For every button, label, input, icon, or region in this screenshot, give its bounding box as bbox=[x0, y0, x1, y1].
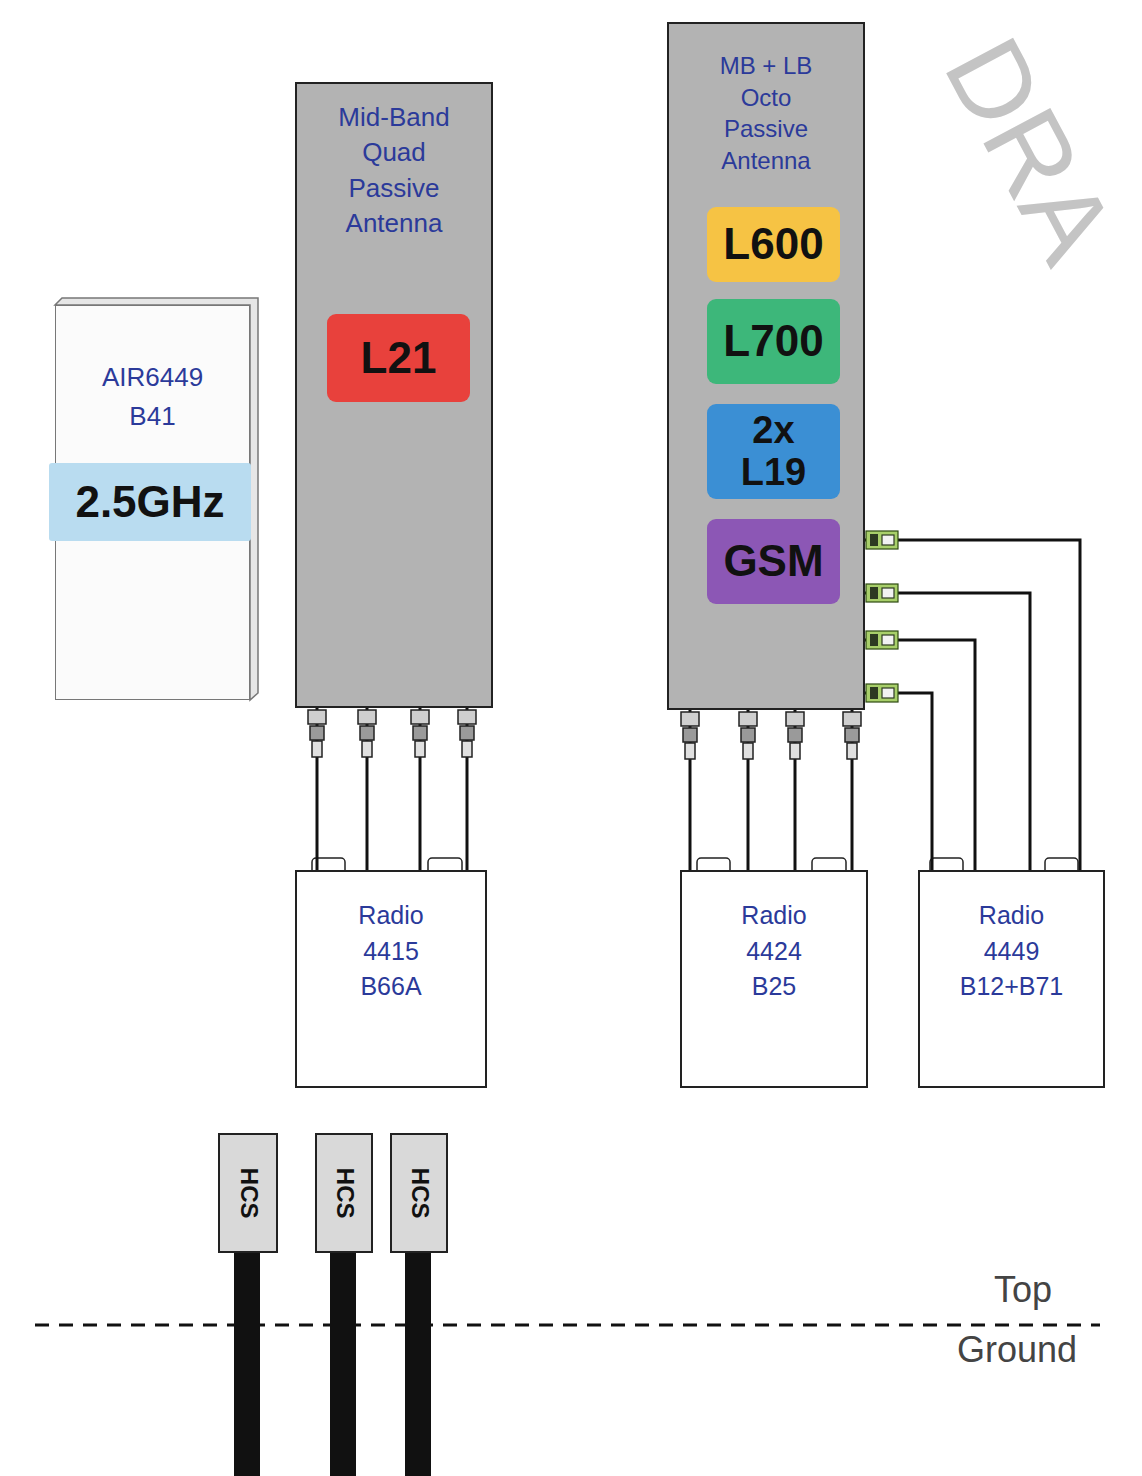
tag-text: HCS bbox=[331, 1168, 357, 1219]
hybrid-cable-box: HCS bbox=[315, 1133, 373, 1253]
node-title: Mid-Band Quad Passive Antenna bbox=[332, 100, 457, 241]
hybrid-cable-box: HCS bbox=[218, 1133, 278, 1253]
node-title: Radio 4424 B25 bbox=[741, 898, 806, 1005]
antenna-port bbox=[308, 710, 326, 757]
node-title: Radio 4449 B12+B71 bbox=[960, 898, 1064, 1005]
port-nut bbox=[411, 710, 429, 724]
port-nut bbox=[870, 534, 878, 546]
tag-text: GSM bbox=[723, 537, 823, 585]
port-boot bbox=[882, 535, 894, 545]
port-nut bbox=[681, 712, 699, 726]
antenna-port bbox=[866, 631, 898, 649]
antenna-port bbox=[843, 712, 861, 759]
antenna-panel: L21 Mid-Band Quad Passive Antenna bbox=[295, 82, 493, 708]
radio-unit: 2.5GHz AIR6449 B41 bbox=[55, 305, 250, 700]
port-boot bbox=[362, 741, 372, 757]
port-nut bbox=[843, 712, 861, 726]
tag-text: HCS bbox=[406, 1168, 432, 1219]
antenna-port bbox=[866, 584, 898, 602]
level-label: Top bbox=[994, 1272, 1052, 1308]
port-body bbox=[310, 726, 324, 740]
radio-unit: Radio 4424 B25 bbox=[680, 870, 868, 1088]
radio-unit: Radio 4449 B12+B71 bbox=[918, 870, 1105, 1088]
tag-text: L21 bbox=[361, 334, 437, 382]
port-boot bbox=[847, 743, 857, 759]
port-body bbox=[460, 726, 474, 740]
tag-text: L700 bbox=[723, 317, 823, 365]
level-label: Ground bbox=[957, 1332, 1077, 1368]
jumper-cable bbox=[865, 640, 975, 870]
port-body bbox=[845, 728, 859, 742]
jumper-cable bbox=[865, 593, 1030, 870]
antenna-port bbox=[739, 712, 757, 759]
band-label: 2.5GHz bbox=[49, 463, 251, 541]
port-body bbox=[866, 684, 898, 702]
antenna-port bbox=[358, 710, 376, 757]
node-title: AIR6449 B41 bbox=[102, 358, 203, 436]
technology-tag: 2x L19 bbox=[707, 404, 840, 499]
antenna-port bbox=[866, 531, 898, 549]
port-nut bbox=[739, 712, 757, 726]
port-body bbox=[788, 728, 802, 742]
hybrid-cable bbox=[405, 1253, 431, 1476]
port-body bbox=[866, 631, 898, 649]
port-nut bbox=[870, 587, 878, 599]
port-boot bbox=[415, 741, 425, 757]
tag-text: HCS bbox=[235, 1168, 261, 1219]
port-nut bbox=[870, 634, 878, 646]
antenna-panel: L600L700 2x L19GSM MB + LB Octo Passive An… bbox=[667, 22, 865, 710]
antenna-port bbox=[458, 710, 476, 757]
ground-line bbox=[35, 1324, 1100, 1327]
port-boot bbox=[743, 743, 753, 759]
port-boot bbox=[882, 635, 894, 645]
antenna-port bbox=[411, 710, 429, 757]
port-boot bbox=[685, 743, 695, 759]
port-boot bbox=[790, 743, 800, 759]
node-title: Radio 4415 B66A bbox=[358, 898, 423, 1005]
antenna-port bbox=[866, 684, 898, 702]
port-body bbox=[741, 728, 755, 742]
technology-tag: L600 bbox=[707, 207, 840, 282]
node-title: MB + LB Octo Passive Antenna bbox=[709, 50, 824, 177]
port-nut bbox=[458, 710, 476, 724]
port-nut bbox=[308, 710, 326, 724]
port-body bbox=[866, 531, 898, 549]
port-nut bbox=[786, 712, 804, 726]
antenna-port bbox=[786, 712, 804, 759]
jumper-cable bbox=[865, 540, 1080, 870]
port-boot bbox=[312, 741, 322, 757]
port-boot bbox=[882, 688, 894, 698]
radio-unit: Radio 4415 B66A bbox=[295, 870, 487, 1088]
port-boot bbox=[462, 741, 472, 757]
technology-tag: L21 bbox=[327, 314, 470, 402]
port-nut bbox=[870, 687, 878, 699]
technology-tag: L700 bbox=[707, 299, 840, 384]
technology-tag: GSM bbox=[707, 519, 840, 604]
port-boot bbox=[882, 588, 894, 598]
hybrid-cable bbox=[330, 1253, 356, 1476]
hybrid-cable-box: HCS bbox=[390, 1133, 448, 1253]
tag-text: L600 bbox=[723, 220, 823, 268]
port-body bbox=[683, 728, 697, 742]
port-body bbox=[360, 726, 374, 740]
jumper-cable bbox=[865, 693, 932, 870]
port-body bbox=[413, 726, 427, 740]
tag-text: 2.5GHz bbox=[75, 478, 224, 526]
port-body bbox=[866, 584, 898, 602]
hybrid-cable bbox=[234, 1253, 260, 1476]
antenna-port bbox=[681, 712, 699, 759]
port-nut bbox=[358, 710, 376, 724]
tag-text: 2x L19 bbox=[741, 410, 806, 494]
watermark: DRA bbox=[927, 22, 1133, 279]
